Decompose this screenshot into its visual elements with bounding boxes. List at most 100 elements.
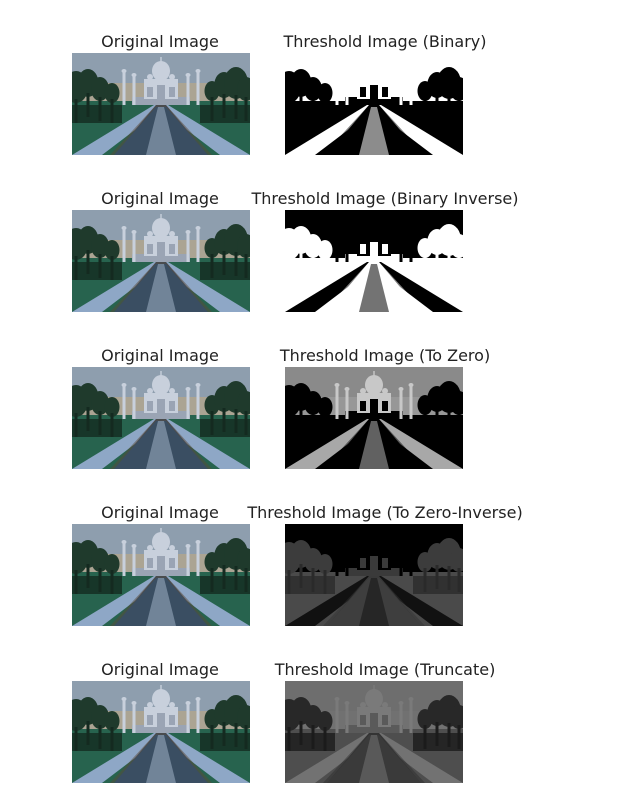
tree xyxy=(304,391,322,415)
side-arch xyxy=(147,558,153,568)
right-walkway xyxy=(367,105,463,155)
right-walkway xyxy=(154,105,250,155)
minaret xyxy=(399,75,403,105)
minaret-cap xyxy=(121,69,127,73)
tree xyxy=(317,711,333,731)
dome xyxy=(365,375,383,395)
minaret xyxy=(409,699,413,733)
tree xyxy=(317,240,333,260)
minaret-cap xyxy=(334,540,340,544)
side-arch xyxy=(382,558,388,568)
tree xyxy=(450,705,463,729)
main-arch xyxy=(157,242,165,256)
platform xyxy=(132,568,190,576)
chhatri xyxy=(169,388,175,394)
right-hedge xyxy=(413,576,463,594)
minaret-cap xyxy=(131,387,137,391)
minaret-cap xyxy=(334,697,340,701)
minaret-cap xyxy=(195,697,201,701)
dome xyxy=(152,689,170,709)
right-walkway xyxy=(367,733,463,783)
dome xyxy=(152,532,170,552)
side-arch xyxy=(360,558,366,568)
right-walkway xyxy=(154,262,250,312)
minaret-cap xyxy=(344,701,350,705)
main-arch xyxy=(370,85,378,99)
left-hedge xyxy=(72,419,122,437)
minaret xyxy=(132,232,136,262)
minaret-cap xyxy=(185,701,191,705)
dome xyxy=(152,375,170,395)
side-arch xyxy=(147,401,153,411)
tree xyxy=(237,548,250,572)
minaret-cap xyxy=(344,73,350,77)
tree xyxy=(91,705,109,729)
minaret-cap xyxy=(195,540,201,544)
right-walkway xyxy=(154,419,250,469)
finial xyxy=(373,57,375,63)
minaret xyxy=(196,71,200,105)
minaret-cap xyxy=(195,226,201,230)
left-walkway xyxy=(285,105,381,155)
finial xyxy=(373,528,375,534)
minaret xyxy=(122,542,126,576)
tree xyxy=(304,234,322,258)
main-arch xyxy=(157,713,165,727)
to-zero-threshold-image xyxy=(285,367,463,469)
minaret xyxy=(335,71,339,105)
tree xyxy=(317,83,333,103)
chhatri xyxy=(169,74,175,80)
minaret xyxy=(132,703,136,733)
binary-inverse-threshold-image xyxy=(285,210,463,312)
chhatri xyxy=(169,702,175,708)
reflection xyxy=(146,264,176,312)
platform xyxy=(132,725,190,733)
chhatri xyxy=(169,545,175,551)
platform xyxy=(132,411,190,419)
minaret-cap xyxy=(398,73,404,77)
minaret xyxy=(345,546,349,576)
main-arch xyxy=(157,85,165,99)
minaret-cap xyxy=(398,230,404,234)
platform xyxy=(345,725,403,733)
left-walkway xyxy=(72,576,168,626)
left-hedge xyxy=(285,733,335,751)
minaret xyxy=(132,75,136,105)
tree xyxy=(91,548,109,572)
tree xyxy=(104,554,120,574)
tree xyxy=(237,77,250,101)
original-image xyxy=(72,681,250,783)
minaret xyxy=(186,232,190,262)
left-hedge xyxy=(285,576,335,594)
tree xyxy=(450,548,463,572)
minaret xyxy=(399,546,403,576)
tree xyxy=(304,77,322,101)
side-arch xyxy=(360,244,366,254)
minaret-cap xyxy=(131,230,137,234)
side-arch xyxy=(147,244,153,254)
minaret xyxy=(122,228,126,262)
main-arch xyxy=(370,399,378,413)
minaret-cap xyxy=(121,697,127,701)
tree xyxy=(104,83,120,103)
minaret xyxy=(409,385,413,419)
tree xyxy=(237,705,250,729)
chhatri xyxy=(360,231,366,237)
threshold-image-title: Threshold Image (To Zero-Inverse) xyxy=(247,503,523,522)
threshold-image-title: Threshold Image (To Zero) xyxy=(279,346,491,365)
row-binary-inverse: Original Image Threshold Image (Binary I… xyxy=(0,189,626,324)
minaret xyxy=(186,703,190,733)
platform xyxy=(132,97,190,105)
tree xyxy=(304,705,322,729)
original-image-title: Original Image xyxy=(101,660,219,679)
tree xyxy=(450,391,463,415)
right-walkway xyxy=(367,419,463,469)
left-hedge xyxy=(72,733,122,751)
original-image xyxy=(72,367,250,469)
minaret xyxy=(122,385,126,419)
tree xyxy=(237,391,250,415)
binary-threshold-image xyxy=(285,53,463,155)
minaret-cap xyxy=(185,387,191,391)
right-walkway xyxy=(154,576,250,626)
